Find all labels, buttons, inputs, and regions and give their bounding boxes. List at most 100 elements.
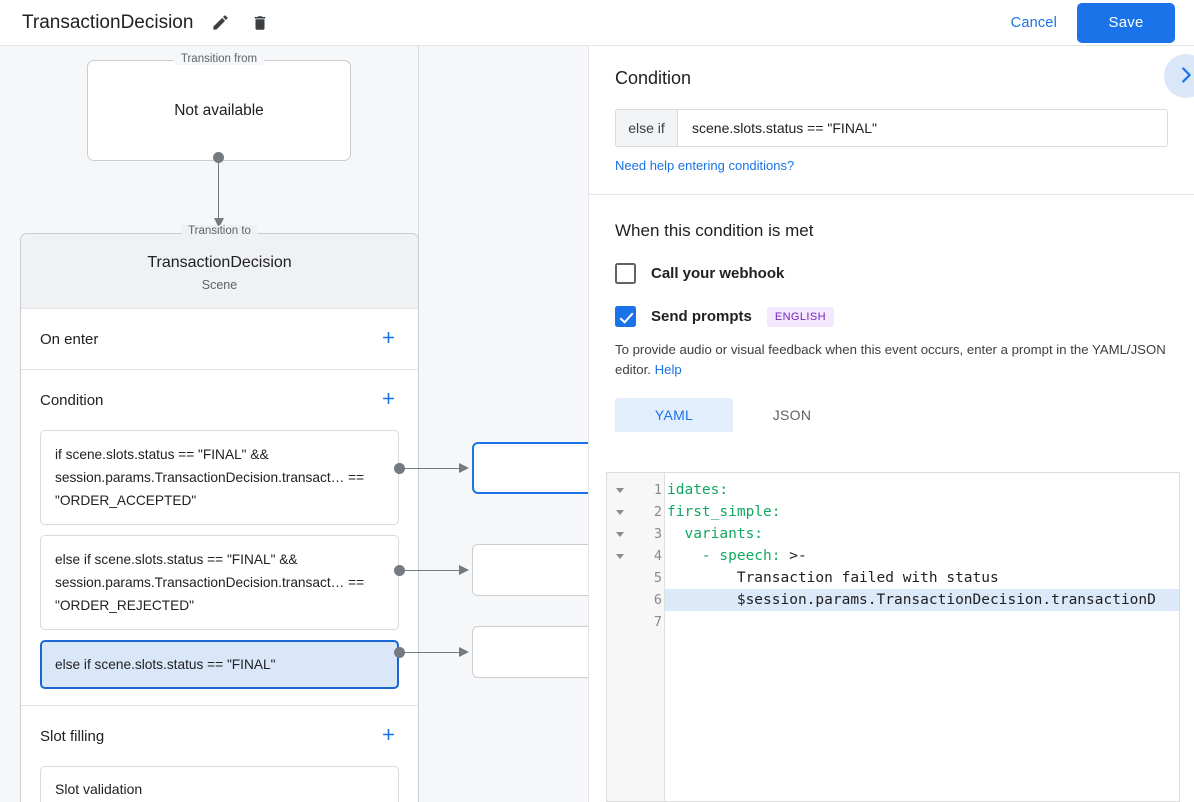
section-slot-filling: Slot filling Slot validation (21, 706, 418, 802)
editor-right-edge (1179, 472, 1180, 802)
section-slot-filling-header: Slot filling (21, 706, 418, 766)
section-on-enter: On enter (21, 309, 418, 370)
editor-code-line[interactable]: Transaction failed with status (665, 567, 1179, 589)
plus-icon (379, 389, 398, 411)
call-webhook-label: Call your webhook (651, 265, 785, 282)
top-toolbar: TransactionDecision Cancel Save (0, 0, 1194, 46)
editor-code-line[interactable]: - speech: >- (665, 545, 1179, 567)
section-condition-title: Condition (40, 391, 104, 409)
condition-prefix-label: else if (616, 110, 678, 146)
caret-down-icon (616, 531, 624, 537)
scene-header[interactable]: Transition to TransactionDecision Scene (21, 225, 418, 309)
pencil-icon (211, 13, 230, 32)
condition-connector-line (399, 570, 461, 572)
yaml-key: - speech: (667, 548, 781, 564)
prompts-hint: To provide audio or visual feedback when… (615, 340, 1168, 380)
editor-line-number: 7 (653, 614, 662, 630)
slot-validation-item[interactable]: Slot validation (40, 766, 399, 802)
section-condition-header: Condition (21, 370, 418, 430)
editor-code-area[interactable]: idates: first_simple: variants: - speech:… (665, 473, 1179, 801)
yaml-value: Transaction failed with status (667, 570, 999, 586)
transition-from-node[interactable]: Transition from Not available (87, 53, 351, 161)
panel-header: Condition (589, 46, 1194, 98)
send-prompts-label: Send prompts (651, 308, 752, 325)
prompts-help-link[interactable]: Help (654, 362, 682, 377)
scene-title: TransactionDecision (147, 254, 292, 271)
language-badge: ENGLISH (766, 306, 834, 327)
tab-yaml[interactable]: YAML (615, 398, 733, 432)
editor-code-line[interactable]: idates: (665, 479, 1179, 501)
section-on-enter-title: On enter (40, 330, 99, 348)
editor-code-line[interactable]: $session.params.TransactionDecision.tran… (665, 589, 1179, 611)
condition-input[interactable] (678, 110, 1167, 146)
editor-code-line[interactable] (665, 611, 1179, 633)
condition-detail-panel: Condition else if Need help entering con… (588, 46, 1194, 802)
expand-panel-button[interactable] (1164, 54, 1194, 98)
editor-line-number: 6 (653, 592, 662, 608)
condition-connector-arrow (459, 463, 469, 473)
panel-divider (589, 194, 1194, 195)
editor-fold-gutter[interactable] (607, 473, 633, 801)
delete-button[interactable] (247, 10, 273, 36)
caret-down-icon (616, 553, 624, 559)
yaml-key: variants: (667, 526, 764, 542)
call-webhook-checkbox[interactable] (615, 263, 636, 284)
section-slot-filling-title: Slot filling (40, 727, 105, 745)
cancel-button[interactable]: Cancel (1001, 7, 1067, 39)
edit-name-button[interactable] (207, 10, 233, 36)
transition-to-legend: Transition to (181, 225, 258, 237)
condition-connector-arrow (459, 565, 469, 575)
editor-line-number: 1 (653, 482, 662, 498)
send-prompts-checkbox[interactable] (615, 306, 636, 327)
condition-input-row: else if (615, 109, 1168, 147)
save-button[interactable]: Save (1077, 2, 1175, 43)
condition-list-item[interactable]: else if scene.slots.status == "FINAL" &&… (40, 535, 399, 630)
webhook-row: Call your webhook (615, 263, 1194, 284)
page-title: TransactionDecision (22, 11, 194, 33)
condition-connector-line (399, 652, 461, 654)
editor-fold-toggle (607, 567, 633, 589)
plus-icon (379, 725, 398, 747)
editor-code-line[interactable]: variants: (665, 523, 1179, 545)
send-prompts-row: Send prompts ENGLISH (615, 306, 1194, 327)
yaml-key: idates: (667, 482, 729, 498)
when-condition-met-title: When this condition is met (615, 221, 814, 240)
editor-fold-toggle[interactable] (607, 479, 633, 501)
yaml-value: >- (780, 548, 807, 564)
condition-connector-line (399, 468, 461, 470)
transition-from-legend: Transition from (173, 53, 265, 65)
editor-fold-toggle[interactable] (607, 545, 633, 567)
add-on-enter-button[interactable] (376, 327, 400, 351)
editor-fold-toggle[interactable] (607, 523, 633, 545)
prompts-hint-text: To provide audio or visual feedback when… (615, 342, 1166, 377)
editor-fold-toggle[interactable] (607, 501, 633, 523)
yaml-key: first_simple: (667, 504, 781, 520)
condition-help-link[interactable]: Need help entering conditions? (615, 158, 795, 173)
caret-down-icon (616, 509, 624, 515)
tab-json[interactable]: JSON (772, 407, 812, 423)
condition-list-item-selected[interactable]: else if scene.slots.status == "FINAL" (40, 640, 399, 689)
slot-filling-list: Slot validation (21, 766, 418, 802)
add-slot-filling-button[interactable] (376, 724, 400, 748)
transition-from-value: Not available (174, 101, 264, 119)
editor-fold-toggle (607, 589, 633, 611)
condition-connector-arrow (459, 647, 469, 657)
panel-title: Condition (615, 68, 692, 88)
editor-line-number: 2 (653, 504, 662, 520)
condition-list-item[interactable]: if scene.slots.status == "FINAL" && sess… (40, 430, 399, 525)
add-condition-button[interactable] (376, 388, 400, 412)
editor-line-number: 4 (653, 548, 662, 564)
condition-target-box-selected[interactable] (472, 442, 588, 494)
flow-canvas: Transition from Not available Transition… (0, 46, 588, 802)
plus-icon (379, 328, 398, 350)
condition-target-box[interactable] (472, 626, 588, 678)
condition-target-box[interactable] (472, 544, 588, 596)
editor-line-number: 3 (653, 526, 662, 542)
flow-arrow (213, 152, 225, 272)
editor-code-line[interactable]: first_simple: (665, 501, 1179, 523)
section-on-enter-header: On enter (21, 309, 418, 369)
caret-down-icon (616, 487, 624, 493)
yaml-value: $session.params.TransactionDecision.tran… (667, 592, 1156, 608)
